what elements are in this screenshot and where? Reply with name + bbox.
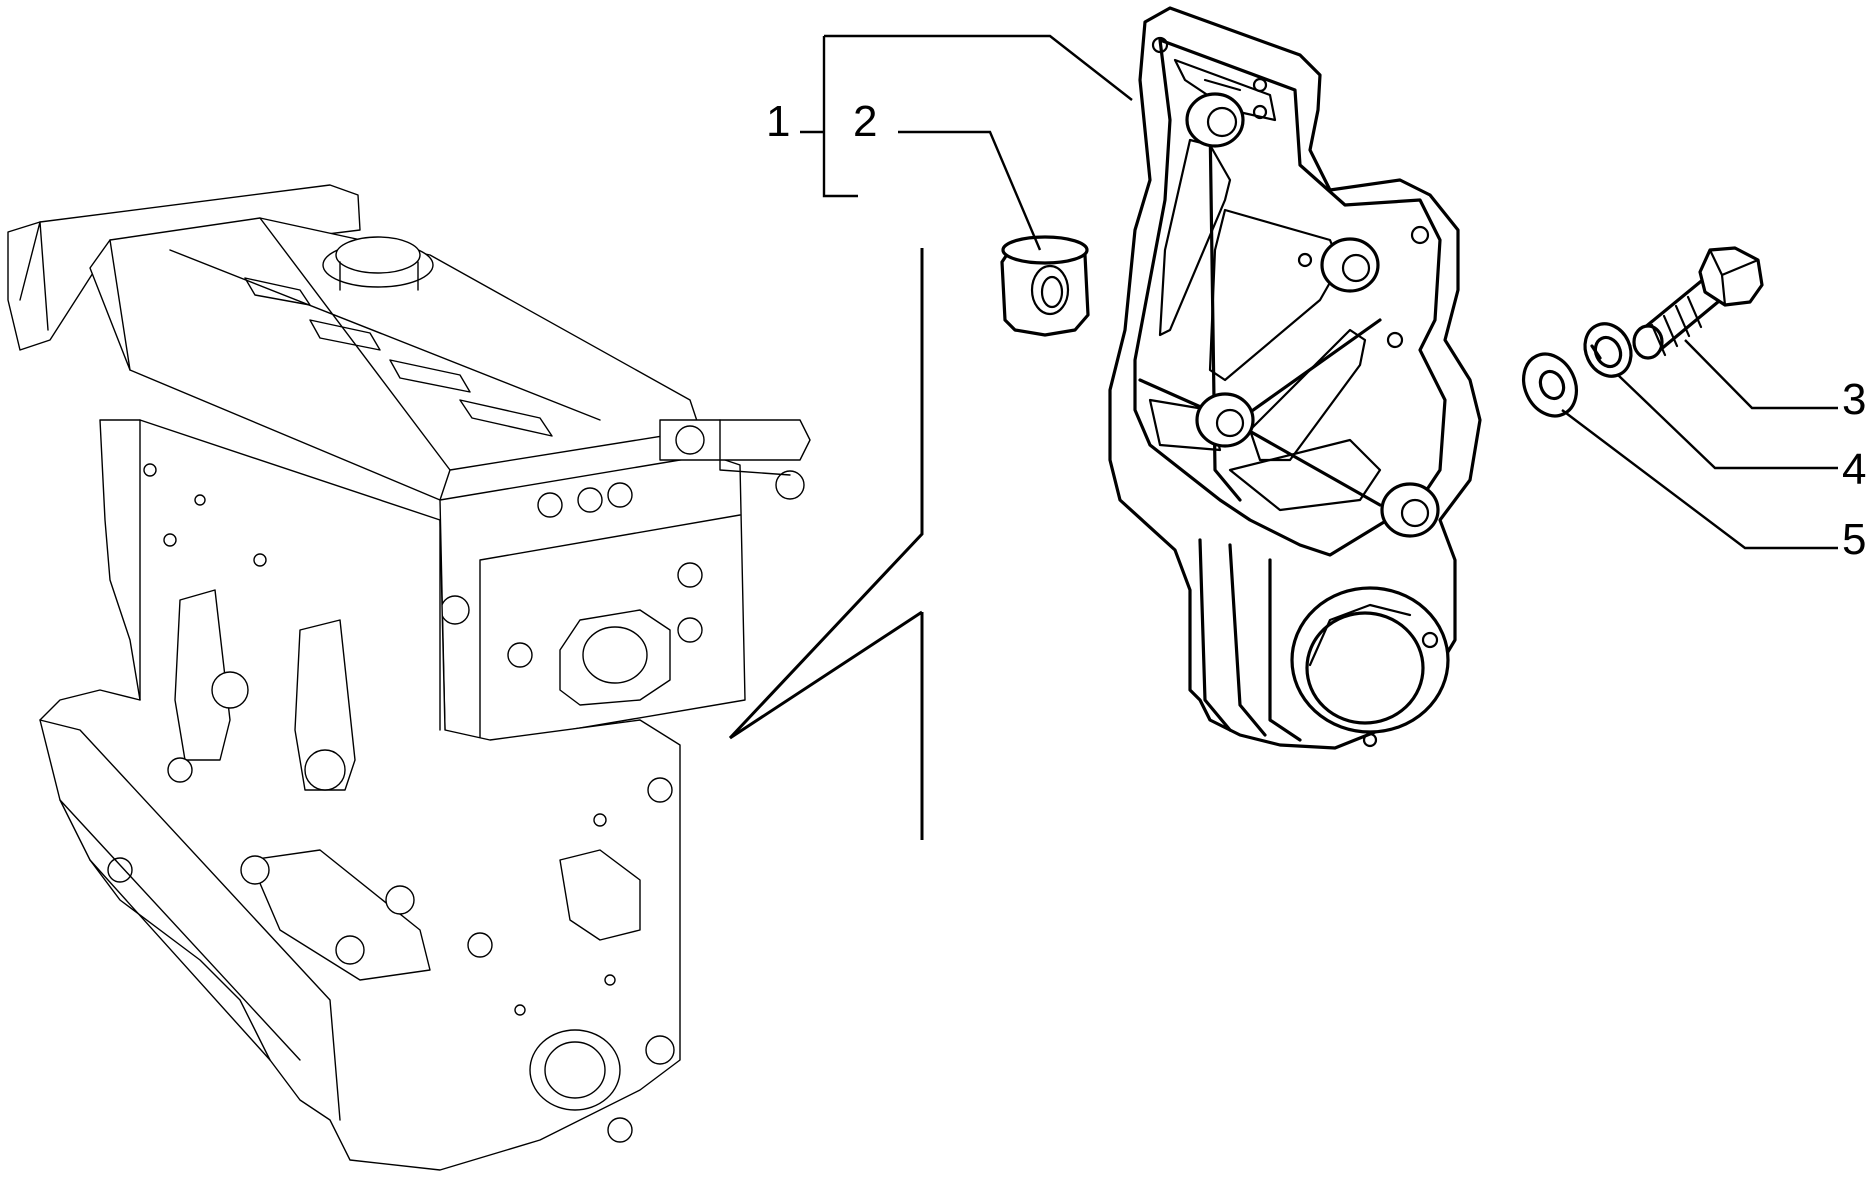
leader-line-5 <box>1561 409 1838 550</box>
callout-label-3: 3 <box>1842 375 1866 424</box>
bolt-part <box>1632 246 1764 360</box>
leader-line-3 <box>1684 339 1838 410</box>
lock-washer-part <box>1583 322 1633 378</box>
callout-labels: 1 2 3 4 5 <box>766 97 1866 564</box>
leader-lines <box>800 34 1838 550</box>
leader-line-4 <box>1617 374 1838 470</box>
callout-label-1: 1 <box>766 97 790 146</box>
flat-washer-part <box>1522 352 1578 418</box>
bushing-part <box>1000 235 1090 337</box>
support-bracket-part <box>1108 6 1482 750</box>
assembly-pointer <box>728 248 924 840</box>
callout-label-2: 2 <box>853 97 877 146</box>
leader-line-2 <box>898 130 1042 251</box>
engine-block-illustration <box>7 184 811 1171</box>
callout-label-5: 5 <box>1842 515 1866 564</box>
leader-line-1 <box>800 34 1133 198</box>
callout-label-4: 4 <box>1842 445 1866 494</box>
